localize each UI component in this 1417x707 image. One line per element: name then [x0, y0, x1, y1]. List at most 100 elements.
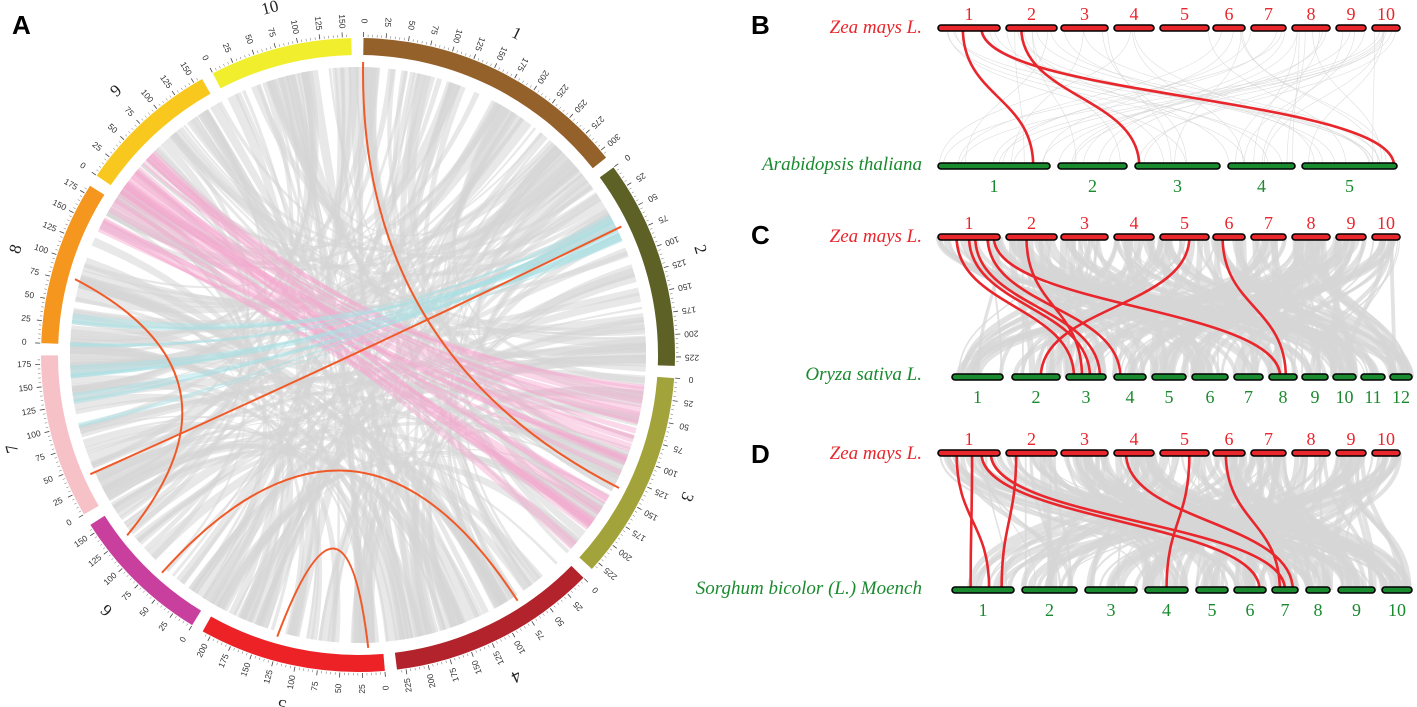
tick-mark: [103, 550, 108, 555]
top-chromosome-10-bar: [1371, 449, 1401, 457]
background-link: [179, 112, 517, 585]
minor-tick: [141, 118, 144, 121]
minor-tick: [167, 610, 170, 614]
highlight-link: [1224, 452, 1282, 591]
minor-tick: [156, 602, 159, 605]
highlight-link: [967, 236, 1092, 378]
tick-label: 50: [24, 289, 35, 301]
highlight-link: [1165, 452, 1191, 591]
minor-tick: [651, 232, 655, 234]
background-link: [1133, 27, 1315, 167]
tick-label: 25: [90, 139, 104, 153]
background-link: [103, 71, 318, 502]
tick-mark: [228, 646, 231, 652]
minor-tick: [577, 584, 580, 587]
tick-label: 0: [78, 160, 88, 171]
minor-tick: [620, 534, 623, 536]
top-chromosome-8-bar: [1291, 24, 1331, 32]
minor-tick: [604, 555, 607, 558]
tick-label: 125: [21, 405, 37, 417]
background-link: [1253, 27, 1298, 167]
minor-tick: [553, 605, 556, 608]
minor-tick: [285, 664, 287, 668]
pink-link: [119, 188, 593, 527]
tick-mark: [473, 54, 477, 59]
background-link: [1089, 236, 1268, 378]
top-chromosome-8-label: 8: [1307, 213, 1316, 233]
bottom-chromosome-5-bar: [1195, 586, 1229, 594]
tick-mark: [318, 34, 321, 40]
minor-tick: [45, 426, 49, 428]
minor-tick: [47, 435, 51, 437]
minor-tick: [77, 199, 81, 201]
minor-tick: [560, 599, 563, 602]
background-link: [1320, 236, 1355, 378]
minor-tick: [654, 470, 657, 472]
bottom-chromosome-12-label: 12: [1392, 387, 1410, 407]
highlight-link: [955, 452, 991, 591]
chromosome-7-name: 7: [1, 442, 22, 456]
minor-tick: [114, 561, 117, 564]
minor-tick: [426, 41, 428, 45]
minor-tick: [458, 656, 460, 660]
bottom-chromosome-9-label: 9: [1311, 387, 1320, 407]
tick-label: 125: [86, 552, 104, 569]
minor-tick: [125, 134, 128, 137]
minor-tick: [566, 112, 569, 115]
background-link: [197, 112, 490, 615]
minor-tick: [223, 63, 225, 67]
tick-label: 75: [123, 105, 137, 119]
minor-tick: [215, 67, 217, 71]
bottom-chromosome-10-bar: [1332, 373, 1357, 381]
top-chromosome-8-label: 8: [1307, 429, 1316, 449]
cyan-link: [70, 228, 619, 347]
background-link: [1253, 236, 1298, 378]
tick-mark: [551, 99, 556, 104]
background-link: [287, 81, 461, 637]
top-chromosome-7-bar: [1250, 24, 1287, 32]
minor-tick: [74, 502, 77, 505]
minor-tick: [652, 474, 656, 476]
minor-tick: [592, 137, 595, 141]
highlight-link: [1124, 452, 1295, 591]
tick-label: 0: [200, 53, 211, 62]
background-link: [1217, 236, 1220, 378]
background-link: [1102, 27, 1187, 167]
minor-tick: [436, 662, 438, 666]
minor-tick: [609, 548, 613, 551]
minor-tick: [56, 461, 59, 463]
minor-tick: [94, 536, 98, 539]
highlight-link: [1000, 452, 1018, 591]
minor-tick: [216, 640, 219, 643]
minor-tick: [516, 630, 518, 634]
top-chromosome-5-label: 5: [1180, 213, 1189, 233]
tick-label: 25: [683, 398, 694, 409]
minor-tick: [54, 457, 58, 459]
top-chromosome-4-bar: [1113, 24, 1155, 32]
bottom-chromosome-5-label: 5: [1208, 600, 1217, 620]
tick-label: 125: [491, 649, 506, 666]
minor-tick: [178, 618, 181, 621]
tick-label: 100: [662, 465, 679, 479]
tick-label: 50: [243, 33, 256, 45]
minor-tick: [582, 128, 585, 131]
tick-label: 0: [590, 585, 601, 596]
minor-tick: [176, 90, 179, 93]
minor-tick: [617, 537, 621, 540]
tick-label: 175: [515, 56, 531, 74]
background-link: [1111, 236, 1300, 378]
minor-tick: [60, 236, 63, 238]
highlight-link: [961, 27, 1035, 167]
tick-mark: [58, 474, 64, 477]
tick-label: 175: [681, 305, 697, 317]
tick-mark: [78, 514, 84, 518]
minor-tick: [204, 634, 207, 637]
top-chromosome-2-label: 2: [1027, 4, 1036, 24]
tick-label: 100: [289, 19, 302, 35]
background-link: [1031, 27, 1077, 167]
minor-tick: [432, 664, 434, 667]
